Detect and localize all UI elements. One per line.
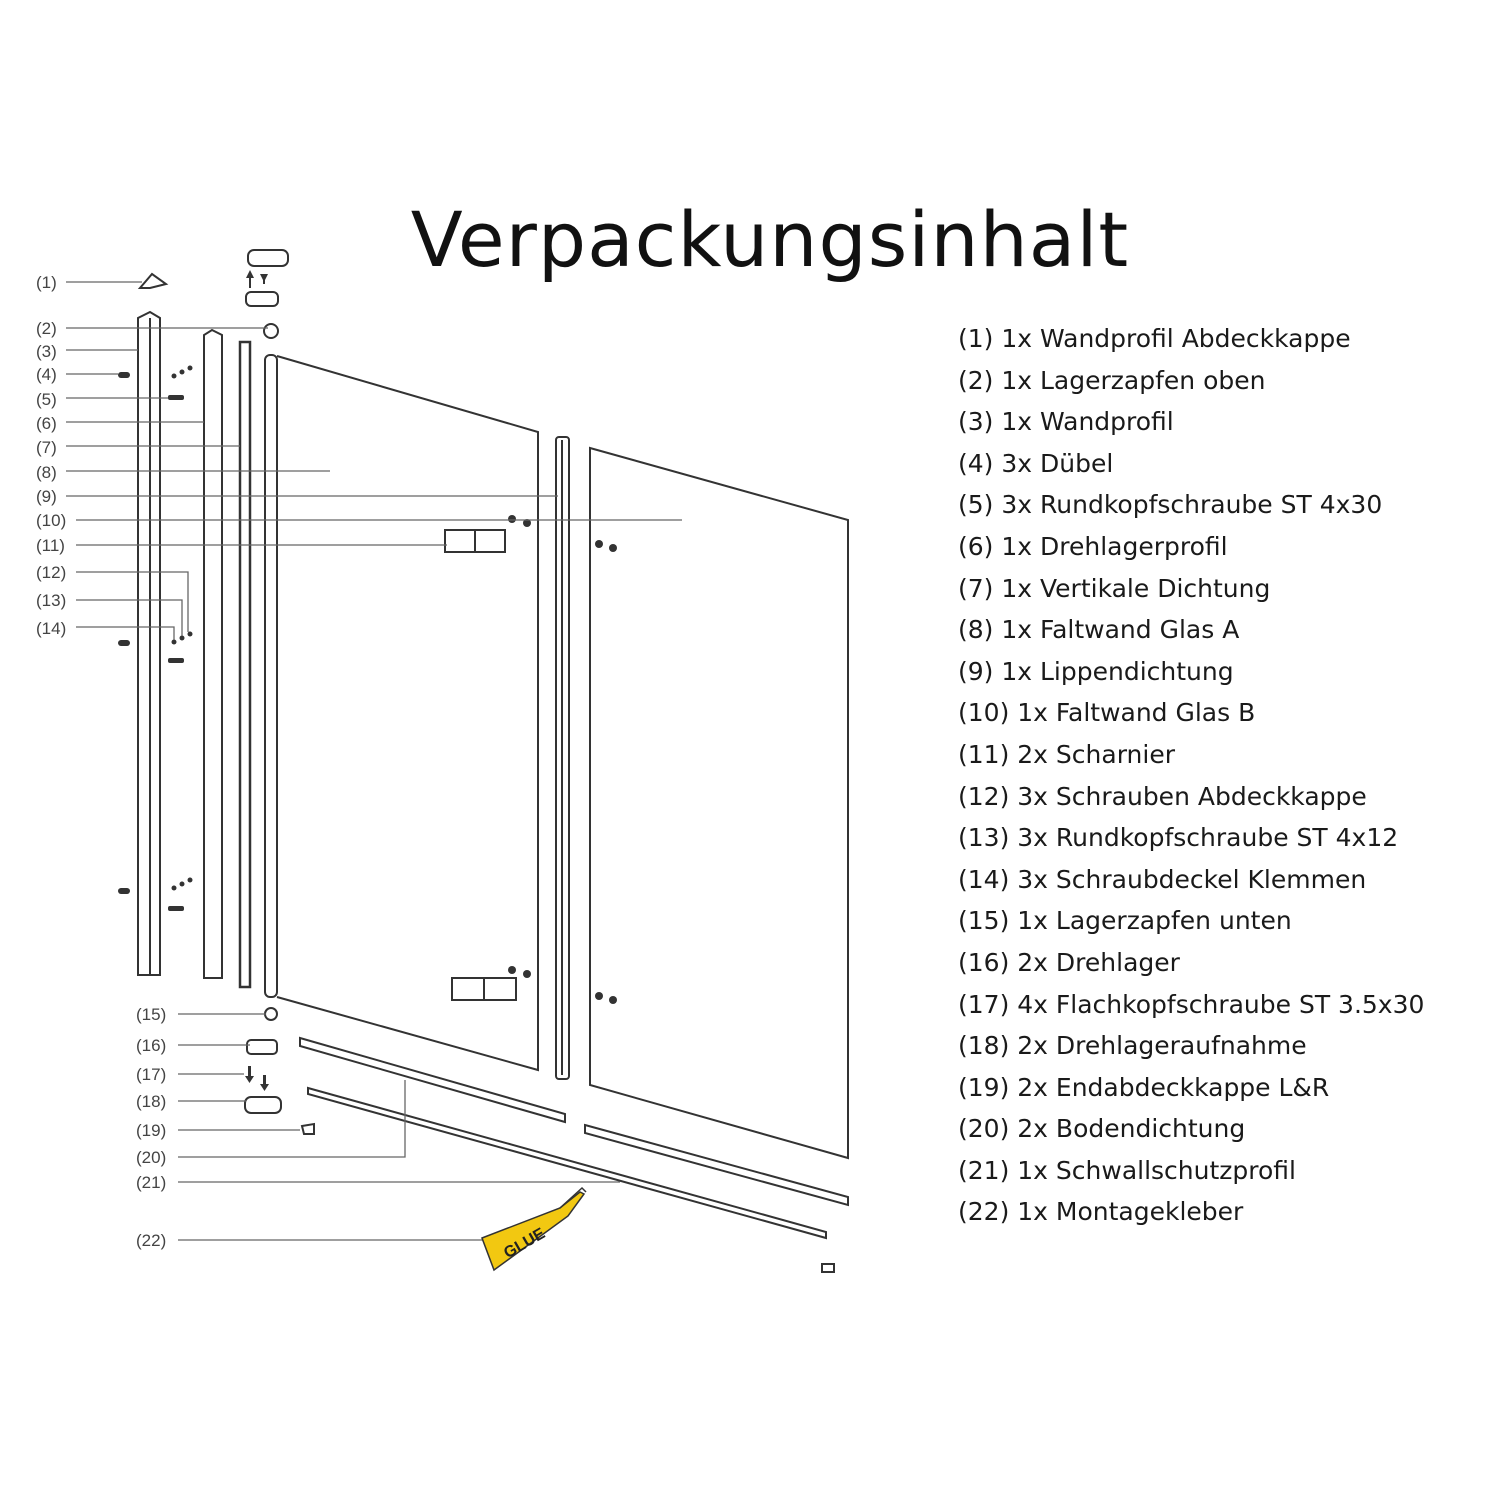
- glass-b-panel: [589, 446, 849, 1160]
- pivot-cap-top: [247, 249, 289, 267]
- callout-9: (9): [36, 487, 57, 506]
- parts-list-item: (1) 1x Wandprofil Abdeckkappe: [958, 324, 1351, 353]
- splash-profile: [307, 1086, 827, 1240]
- callout-15: (15): [136, 1005, 166, 1024]
- parts-list: (1) 1x Wandprofil Abdeckkappe (2) 1x Lag…: [958, 318, 1424, 1233]
- parts-list-item: (12) 3x Schrauben Abdeckkappe: [958, 781, 1367, 811]
- parts-list-item: (14) 3x Schraubdeckel Klemmen: [958, 864, 1367, 894]
- pivot-receiver: [244, 1096, 282, 1114]
- end-cap-2: [821, 1263, 835, 1273]
- wall-cap: [137, 272, 169, 289]
- parts-list-item: (11) 2x Scharnier: [958, 739, 1175, 769]
- callout-12: (12): [36, 563, 66, 582]
- parts-list-item: (8) 1x Faltwand Glas A: [958, 615, 1240, 645]
- pivot-holder-top: [245, 291, 279, 307]
- vertical-seal: [238, 340, 252, 989]
- callout-11: (11): [36, 536, 65, 555]
- callout-19: (19): [136, 1121, 166, 1140]
- callout-8: (8): [36, 463, 57, 482]
- parts-list-item: (7) 1x Vertikale Dichtung: [958, 573, 1271, 603]
- callout-21: (21): [136, 1173, 166, 1192]
- pivot-profile: [203, 328, 223, 979]
- leader-lines: [66, 281, 682, 1241]
- parts-list-item: (5) 3x Rundkopfschraube ST 4x30: [958, 490, 1383, 520]
- parts-list-item: (9) 1x Lippendichtung: [958, 656, 1234, 686]
- callout-22: (22): [136, 1231, 166, 1250]
- callout-17: (17): [136, 1065, 166, 1084]
- page-title: Verpackungsinhalt: [410, 195, 1130, 284]
- parts-list-item: (3) 1x Wandprofil: [958, 407, 1174, 437]
- callout-20: (20): [136, 1148, 166, 1167]
- glass-a-edge: [264, 354, 278, 998]
- callout-4: (4): [36, 365, 57, 384]
- callout-7: (7): [36, 438, 57, 457]
- pivot-pin-bottom: [264, 1007, 278, 1021]
- parts-list-item: (19) 2x Endabdeckkappe L&R: [958, 1072, 1330, 1102]
- parts-list-item: (6) 1x Drehlagerprofil: [958, 531, 1228, 561]
- callout-1: (1): [36, 273, 57, 292]
- parts-list-item: (22) 1x Montagekleber: [958, 1197, 1244, 1227]
- parts-list-item: (13) 3x Rundkopfschraube ST 4x12: [958, 823, 1399, 853]
- parts-list-item: (10) 1x Faltwand Glas B: [958, 698, 1256, 728]
- bottom-seal-b: [584, 1123, 849, 1207]
- callout-14: (14): [36, 619, 66, 638]
- parts-list-item: (18) 2x Drehlageraufnahme: [958, 1031, 1307, 1061]
- glass-a-panel: [276, 355, 539, 1072]
- callout-5: (5): [36, 390, 57, 409]
- callout-3: (3): [36, 342, 57, 361]
- callout-2: (2): [36, 319, 57, 338]
- bottom-seal-a: [299, 1036, 566, 1124]
- parts-list-item: (2) 1x Lagerzapfen oben: [958, 365, 1266, 395]
- pivot-bearing: [246, 1039, 278, 1055]
- callout-16: (16): [136, 1036, 166, 1055]
- lip-seal: [555, 436, 570, 1080]
- callout-18: (18): [136, 1092, 166, 1111]
- callout-10: (10): [36, 511, 66, 530]
- pivot-pin-top: [263, 323, 279, 339]
- callout-13: (13): [36, 591, 66, 610]
- callout-labels: (1) (2) (3) (4) (5) (6) (7) (8) (9) (10)…: [36, 273, 166, 1250]
- parts-list-item: (17) 4x Flachkopfschraube ST 3.5x30: [958, 989, 1425, 1019]
- glue-tube-icon: GLUE: [481, 1186, 587, 1272]
- parts-list-item: (4) 3x Dübel: [958, 448, 1114, 478]
- wall-profile: [137, 310, 161, 976]
- end-cap: [300, 1122, 315, 1135]
- parts-list-item: (20) 2x Bodendichtung: [958, 1114, 1246, 1144]
- parts-list-item: (16) 2x Drehlager: [958, 947, 1180, 977]
- parts-list-item: (21) 1x Schwallschutzprofil: [958, 1155, 1297, 1185]
- callout-6: (6): [36, 414, 57, 433]
- parts-list-item: (15) 1x Lagerzapfen unten: [958, 906, 1292, 936]
